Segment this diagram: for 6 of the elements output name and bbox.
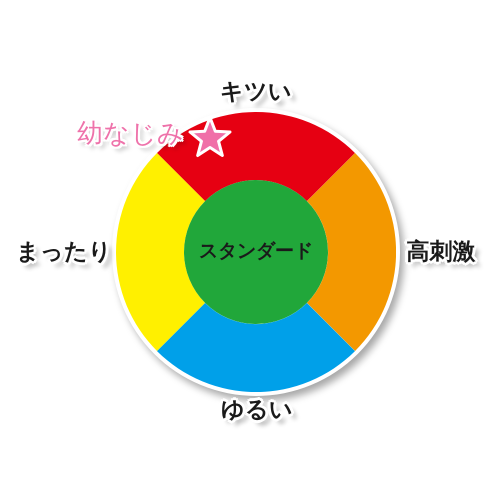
note-text: 幼なじみ [77,120,184,148]
axis-label: まったり [16,238,112,266]
center-label: スタンダード [199,241,313,263]
axis-label: ゆるい [220,396,293,424]
axis-label: 高刺激 [406,238,476,266]
axis-label: キツい [220,79,292,106]
